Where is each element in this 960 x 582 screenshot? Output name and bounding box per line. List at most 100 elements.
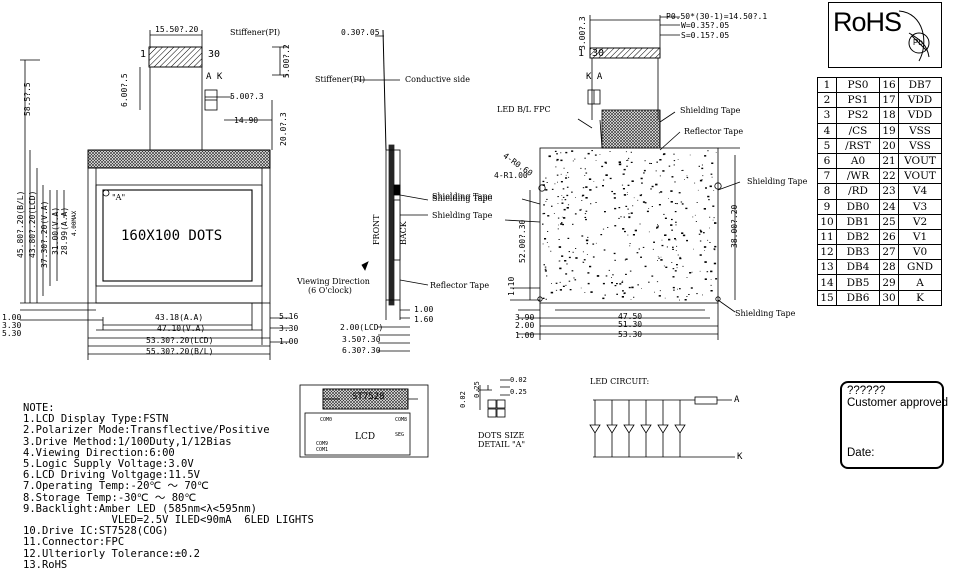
- speckle-dot: [641, 288, 642, 289]
- speckle-dot: [566, 263, 568, 265]
- speckle-dot: [648, 231, 650, 233]
- speckle-dot: [628, 286, 631, 289]
- speckle-dot: [580, 287, 582, 289]
- speckle-dot: [614, 259, 616, 261]
- speckle-dot: [623, 194, 627, 196]
- speckle-dot: [559, 281, 561, 283]
- dim-bl-height: 45.80?.20(B/L): [16, 190, 25, 258]
- speckle-dot: [581, 235, 584, 237]
- speckle-dot: [679, 299, 680, 301]
- speckle-dot: [686, 277, 688, 278]
- speckle-dot: [562, 285, 565, 287]
- speckle-dot: [677, 288, 678, 290]
- back-pin-30: 30: [592, 48, 605, 59]
- pin-signal: A: [898, 274, 942, 291]
- speckle-dot: [559, 289, 562, 291]
- speckle-dot: [580, 208, 582, 210]
- speckle-dot: [676, 203, 678, 205]
- speckle-dot: [682, 234, 686, 237]
- pin-signal: DB3: [836, 244, 880, 261]
- speckle-dot: [671, 218, 673, 221]
- back-label: BACK: [399, 221, 408, 245]
- speckle-dot: [561, 202, 564, 204]
- speckle-dot: [618, 161, 621, 163]
- dim-aa-width: 43.18(A.A): [155, 313, 204, 322]
- speckle-dot: [551, 283, 552, 284]
- pin-number: 24: [879, 198, 899, 215]
- pin-number: 5: [817, 137, 837, 154]
- pin-signal: DB0: [836, 198, 880, 215]
- side-dim-1-60: 1.60: [414, 315, 434, 324]
- speckle-dot: [582, 261, 584, 263]
- speckle-dot: [715, 152, 717, 153]
- pin-signal: PS0: [836, 76, 880, 94]
- speckle-dot: [553, 213, 555, 214]
- speckle-dot: [595, 242, 597, 244]
- speckle-dot: [675, 221, 677, 223]
- speckle-dot: [686, 239, 688, 242]
- speckle-dot: [661, 239, 663, 241]
- speckle-dot: [561, 195, 563, 196]
- dim-3-30-left: 3.30: [2, 321, 22, 330]
- speckle-dot: [658, 192, 660, 194]
- speckle-dot: [672, 248, 674, 250]
- dot-dim-0-25-v: 0.25: [473, 381, 481, 398]
- speckle-dot: [703, 208, 706, 210]
- speckle-dot: [584, 168, 586, 170]
- back-shield-right: Shielding Tape: [747, 177, 808, 186]
- led-circuit-title: LED CIRCUIT:: [590, 377, 650, 386]
- stiffener-label: Stiffener(PI): [230, 28, 281, 37]
- speckle-dot: [650, 163, 652, 164]
- speckle-dot: [675, 239, 677, 241]
- speckle-dot: [547, 231, 549, 232]
- pin-number: 20: [879, 137, 899, 154]
- pin-signal: DB4: [836, 259, 880, 276]
- speckle-dot: [646, 210, 649, 213]
- speckle-dot: [642, 246, 645, 248]
- speckle-dot: [642, 201, 646, 203]
- speckle-dot: [596, 275, 600, 277]
- speckle-dot: [542, 223, 544, 225]
- speckle-dot: [575, 248, 577, 249]
- pin-number: 12: [817, 244, 837, 261]
- speckle-dot: [699, 254, 702, 256]
- pin-number: 11: [817, 228, 837, 246]
- note-line: 6.LCD Driving Voltgage:11.5V: [23, 469, 201, 482]
- speckle-dot: [557, 228, 559, 230]
- note-line: 5.Logic Supply Voltage:3.0V: [23, 458, 194, 471]
- speckle-dot: [703, 246, 707, 248]
- speckle-dot: [630, 299, 632, 300]
- side-dim-3-50: 3.50?.30: [342, 335, 381, 344]
- block-com1: COM1: [316, 447, 329, 453]
- pin-number: 7: [817, 168, 837, 185]
- dot-dim-0-25-h: 0.25: [510, 388, 527, 396]
- speckle-dot: [604, 161, 607, 164]
- speckle-dot: [551, 205, 553, 207]
- pin-signal: V2: [898, 213, 942, 230]
- speckle-dot: [713, 190, 715, 191]
- speckle-dot: [640, 177, 643, 180]
- speckle-dot: [569, 289, 572, 291]
- speckle-dot: [700, 231, 703, 233]
- speckle-dot: [546, 198, 548, 200]
- speckle-dot: [558, 224, 559, 226]
- notes-block: NOTE: 1.LCD Display Type:FSTN 2.Polarize…: [23, 402, 314, 571]
- speckle-dot: [699, 270, 701, 272]
- speckle-dot: [600, 234, 603, 236]
- speckle-dot: [651, 206, 653, 207]
- pin-number: 21: [879, 152, 899, 170]
- speckle-dot: [691, 271, 693, 273]
- speckle-dot: [548, 155, 551, 158]
- speckle-dot: [602, 228, 605, 230]
- speckle-dot: [572, 251, 574, 253]
- speckle-dot: [609, 177, 612, 180]
- dim-1-00-left: 1.00: [2, 313, 22, 322]
- side-dim-6-30: 6.30?.30: [342, 346, 381, 355]
- speckle-dot: [629, 270, 632, 272]
- speckle-dot: [546, 242, 548, 243]
- pin-number: 10: [817, 213, 837, 230]
